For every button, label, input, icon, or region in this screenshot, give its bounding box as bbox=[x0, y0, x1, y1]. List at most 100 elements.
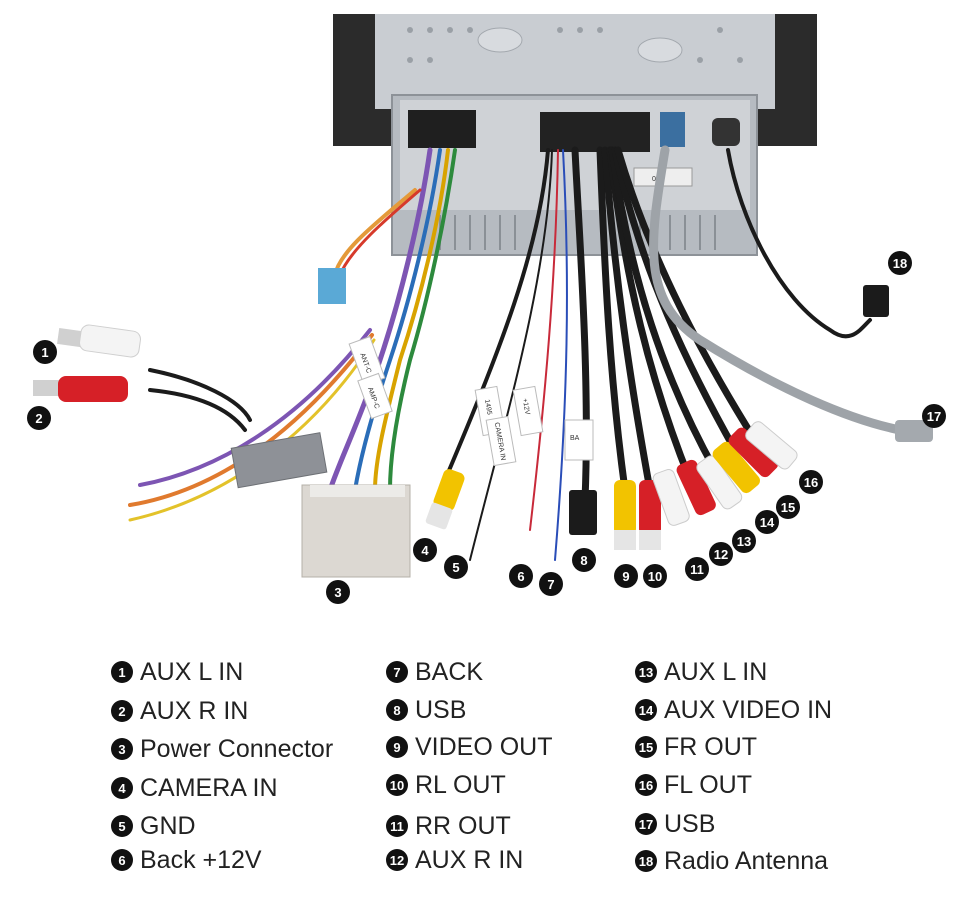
callout-16: 16 bbox=[799, 470, 823, 494]
legend-label: BACK bbox=[415, 657, 484, 686]
callout-5: 5 bbox=[444, 555, 468, 579]
tag-12v: +12V bbox=[521, 398, 531, 416]
legend-item-16: 16 FL OUT bbox=[635, 769, 752, 801]
connectors: ANT-C AMP-C 1495 +12V CAMERA IN BA bbox=[33, 268, 933, 578]
legend-number: 11 bbox=[386, 815, 408, 837]
callout-14: 14 bbox=[755, 510, 779, 534]
legend-number: 17 bbox=[635, 813, 657, 835]
legend-number: 2 bbox=[111, 700, 133, 722]
legend-number: 4 bbox=[111, 777, 133, 799]
legend-item-13: 13 AUX L IN bbox=[635, 656, 767, 688]
callout-3: 3 bbox=[326, 580, 350, 604]
legend-number: 5 bbox=[111, 815, 133, 837]
svg-text:9: 9 bbox=[622, 569, 629, 584]
legend-item-15: 15 FR OUT bbox=[635, 731, 757, 763]
head-unit-chassis: 024 bbox=[333, 14, 817, 256]
legend-label: AUX R IN bbox=[415, 845, 524, 874]
callout-markers: 1 2 3 4 5 6 7 8 9 10 11 12 13 14 15 16 1… bbox=[27, 251, 946, 604]
callout-17: 17 bbox=[922, 404, 946, 428]
legend-number: 14 bbox=[635, 699, 657, 721]
callout-15: 15 bbox=[776, 495, 800, 519]
tag-1495: 1495 bbox=[483, 399, 493, 416]
callout-7: 7 bbox=[539, 572, 563, 596]
legend-number: 15 bbox=[635, 736, 657, 758]
power-connector bbox=[301, 484, 411, 578]
svg-text:15: 15 bbox=[781, 500, 795, 515]
tag-back: BA bbox=[570, 435, 580, 442]
legend-label: Back +12V bbox=[140, 845, 262, 874]
svg-text:8: 8 bbox=[580, 553, 587, 568]
svg-text:16: 16 bbox=[804, 475, 818, 490]
legend-number: 9 bbox=[386, 736, 408, 758]
callout-6: 6 bbox=[509, 564, 533, 588]
wiring-harness-diagram: 024 bbox=[27, 14, 946, 604]
callout-1: 1 bbox=[33, 340, 57, 364]
legend-number: 13 bbox=[635, 661, 657, 683]
legend-item-14: 14 AUX VIDEO IN bbox=[635, 694, 832, 726]
legend-number: 8 bbox=[386, 699, 408, 721]
legend-item-6: 6 Back +12V bbox=[111, 844, 262, 876]
callout-13: 13 bbox=[732, 529, 756, 553]
legend-label: VIDEO OUT bbox=[415, 732, 553, 761]
svg-text:12: 12 bbox=[714, 547, 728, 562]
legend-label: AUX R IN bbox=[140, 696, 249, 725]
legend-number: 3 bbox=[111, 738, 133, 760]
legend-label: Power Connector bbox=[140, 734, 334, 763]
legend-item-17: 17 USB bbox=[635, 808, 715, 840]
legend-item-4: 4 CAMERA IN bbox=[111, 772, 278, 804]
legend-number: 10 bbox=[386, 774, 408, 796]
legend-item-12: 12 AUX R IN bbox=[386, 844, 523, 876]
callout-18: 18 bbox=[888, 251, 912, 275]
legend-label: USB bbox=[664, 809, 716, 838]
svg-text:2: 2 bbox=[35, 411, 42, 426]
svg-text:13: 13 bbox=[737, 534, 751, 549]
svg-text:11: 11 bbox=[690, 562, 704, 577]
legend-label: RR OUT bbox=[415, 811, 511, 840]
svg-text:14: 14 bbox=[760, 515, 775, 530]
svg-text:6: 6 bbox=[517, 569, 524, 584]
legend-number: 18 bbox=[635, 850, 657, 872]
legend-item-1: 1 AUX L IN bbox=[111, 656, 243, 688]
camera-in-plug bbox=[425, 469, 465, 530]
legend-number: 6 bbox=[111, 849, 133, 871]
callout-12: 12 bbox=[709, 542, 733, 566]
svg-text:1: 1 bbox=[41, 345, 48, 360]
svg-text:5: 5 bbox=[452, 560, 459, 575]
callout-2: 2 bbox=[27, 406, 51, 430]
legend-number: 7 bbox=[386, 661, 408, 683]
legend-item-18: 18 Radio Antenna bbox=[635, 845, 828, 877]
legend-item-10: 10 RL OUT bbox=[386, 769, 506, 801]
legend-label: RL OUT bbox=[415, 770, 506, 799]
legend-item-2: 2 AUX R IN bbox=[111, 695, 248, 727]
legend-label: FR OUT bbox=[664, 732, 758, 761]
legend-label: CAMERA IN bbox=[140, 773, 278, 802]
usb-gray-plug bbox=[895, 420, 933, 442]
legend-item-3: 3 Power Connector bbox=[111, 733, 333, 765]
rca-aux-r-in-plug bbox=[33, 376, 128, 402]
legend-item-9: 9 VIDEO OUT bbox=[386, 731, 553, 763]
callout-4: 4 bbox=[413, 538, 437, 562]
svg-text:7: 7 bbox=[547, 577, 554, 592]
legend-label: AUX L IN bbox=[664, 657, 768, 686]
svg-text:17: 17 bbox=[927, 409, 941, 424]
legend-label: AUX L IN bbox=[140, 657, 244, 686]
legend-label: USB bbox=[415, 695, 467, 724]
svg-text:3: 3 bbox=[334, 585, 341, 600]
legend-label: AUX VIDEO IN bbox=[664, 695, 833, 724]
legend-label: Radio Antenna bbox=[664, 846, 829, 875]
legend-item-7: 7 BACK bbox=[386, 656, 483, 688]
callout-10: 10 bbox=[643, 564, 667, 588]
legend-number: 1 bbox=[111, 661, 133, 683]
svg-text:18: 18 bbox=[893, 256, 907, 271]
rca-output-plugs bbox=[614, 421, 798, 550]
callout-11: 11 bbox=[685, 557, 709, 581]
usb-plug bbox=[569, 490, 597, 535]
legend-number: 16 bbox=[635, 774, 657, 796]
rca-aux-l-in-plug bbox=[57, 324, 141, 358]
svg-text:10: 10 bbox=[648, 569, 662, 584]
legend-item-11: 11 RR OUT bbox=[386, 810, 511, 842]
legend-label: FL OUT bbox=[664, 770, 752, 799]
legend-number: 12 bbox=[386, 849, 408, 871]
